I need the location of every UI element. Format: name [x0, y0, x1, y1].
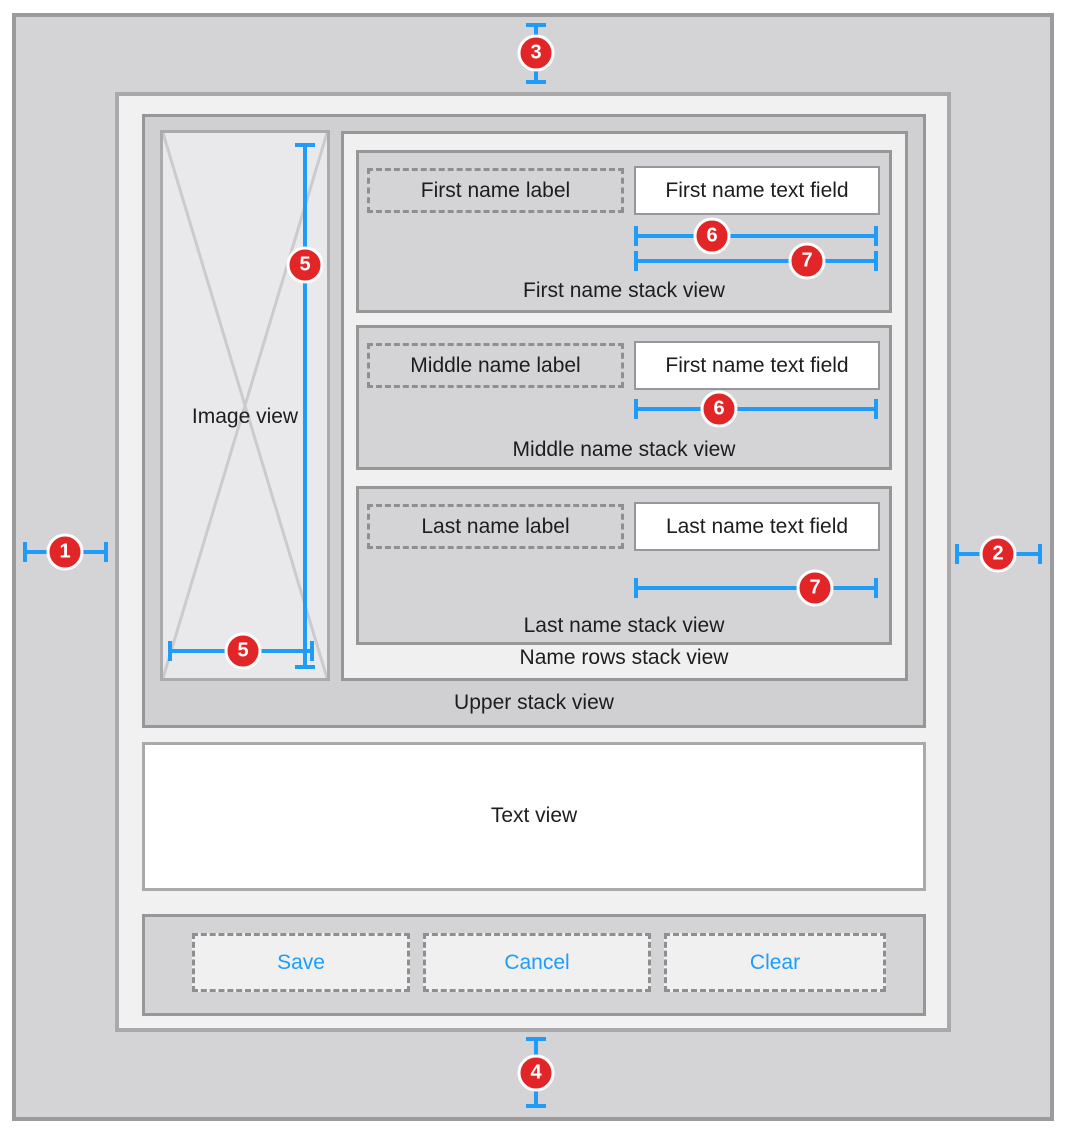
- constraint-badge-5-width: 5: [224, 632, 262, 670]
- first-field-width-beam-6-icon: [634, 226, 878, 246]
- text-view-label: Text view: [490, 804, 578, 827]
- last-name-label-text: Last name label: [421, 514, 570, 538]
- constraint-badge-5-height: 5: [286, 246, 324, 284]
- middle-name-text-field-text: First name text field: [665, 353, 849, 377]
- last-name-label: Last name label: [367, 504, 624, 549]
- first-name-stack-caption: First name stack view: [523, 279, 725, 302]
- middle-name-label-text: Middle name label: [410, 353, 581, 377]
- constraint-badge-2: 2: [979, 535, 1017, 573]
- constraint-badge-4: 4: [517, 1054, 555, 1092]
- cancel-button[interactable]: Cancel: [423, 933, 651, 992]
- constraint-badge-6-first: 6: [693, 217, 731, 255]
- middle-name-text-field[interactable]: First name text field: [634, 341, 880, 390]
- constraint-badge-6-middle: 6: [700, 390, 738, 428]
- constraint-badge-7-last: 7: [796, 569, 834, 607]
- cancel-button-label: Cancel: [504, 950, 570, 974]
- middle-name-label: Middle name label: [367, 343, 624, 388]
- middle-field-width-beam-6-icon: [634, 399, 878, 419]
- image-view-label: Image view: [191, 405, 299, 428]
- clear-button-label: Clear: [749, 950, 801, 974]
- first-name-text-field[interactable]: First name text field: [634, 166, 880, 215]
- first-field-width-beam-7-icon: [634, 251, 878, 271]
- save-button-label: Save: [277, 950, 325, 974]
- first-name-label: First name label: [367, 168, 624, 213]
- image-placeholder-cross-icon: [163, 133, 327, 678]
- image-height-beam-icon: [295, 143, 315, 669]
- name-rows-caption: Name rows stack view: [519, 646, 729, 669]
- last-field-width-beam-7-icon: [634, 578, 878, 598]
- first-name-label-text: First name label: [420, 178, 571, 202]
- constraint-badge-3: 3: [517, 34, 555, 72]
- image-view: [160, 130, 330, 681]
- constraint-badge-1: 1: [46, 533, 84, 571]
- text-view[interactable]: [142, 742, 926, 891]
- clear-button[interactable]: Clear: [664, 933, 886, 992]
- first-name-text-field-text: First name text field: [665, 178, 849, 202]
- upper-stack-caption: Upper stack view: [454, 691, 614, 714]
- middle-name-stack-caption: Middle name stack view: [512, 438, 736, 461]
- last-name-text-field-text: Last name text field: [665, 514, 849, 538]
- last-name-stack-caption: Last name stack view: [523, 614, 725, 637]
- constraint-badge-7-first: 7: [788, 242, 826, 280]
- save-button[interactable]: Save: [192, 933, 410, 992]
- last-name-text-field[interactable]: Last name text field: [634, 502, 880, 551]
